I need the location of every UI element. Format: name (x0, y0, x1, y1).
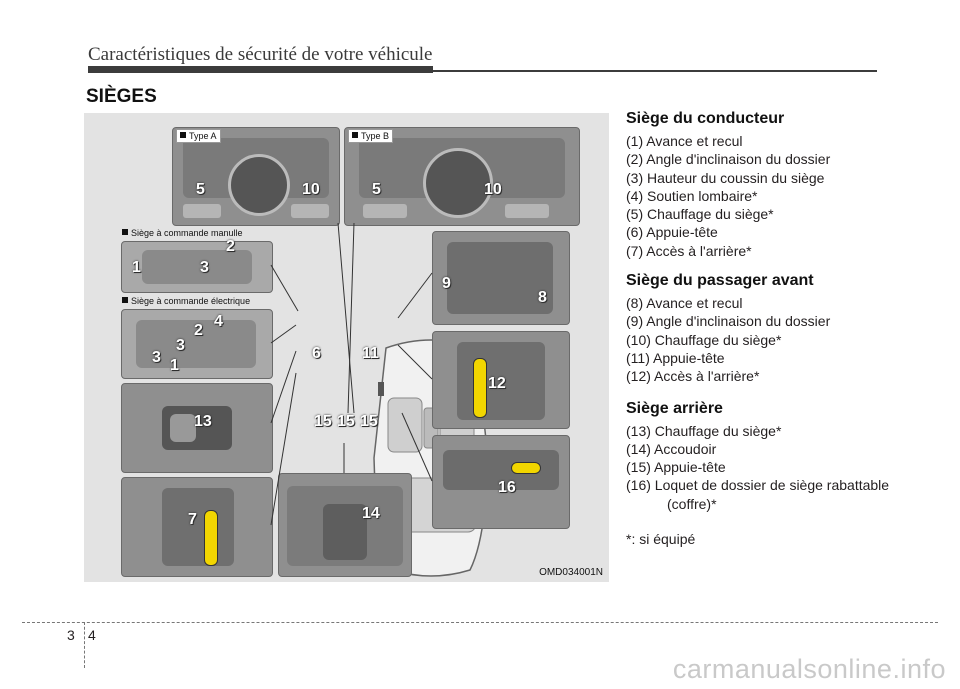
driver-item-7: (7) Accès à l'arrière* (626, 242, 752, 259)
driver-item-5: (5) Chauffage du siège* (626, 206, 774, 223)
header-rule-thin (433, 70, 877, 72)
seat-controls-list: Siège du conducteur (1) Avance et recul … (626, 110, 936, 547)
type-a-label: Type A (176, 129, 221, 143)
chapter-number: 3 (67, 627, 75, 643)
passenger-seat-panel (432, 231, 570, 325)
passenger-item-10: (10) Chauffage du siège* (626, 331, 782, 348)
rear-item-15: (15) Appuie-tête (626, 459, 726, 476)
passenger-item-8: (8) Avance et recul (626, 295, 743, 312)
driver-item-3: (3) Hauteur du coussin du siège (626, 169, 825, 186)
callout-3-manual: 3 (200, 259, 209, 276)
manual-seat-label: Siège à commande manulle (122, 228, 243, 238)
manual-seat-panel (121, 241, 273, 293)
callout-15-left: 15 (314, 413, 332, 430)
callout-12: 12 (488, 375, 506, 392)
rear-seat-title: Siège arrière (626, 399, 723, 417)
passenger-item-9: (9) Angle d'inclinaison du dossier (626, 313, 831, 330)
passenger-rear-access-panel (432, 331, 570, 429)
electric-seat-panel (121, 309, 273, 379)
callout-15-right: 15 (360, 413, 378, 430)
passenger-seat-title: Siège du passager avant (626, 272, 814, 290)
passenger-item-12: (12) Accès à l'arrière* (626, 368, 760, 385)
driver-item-6: (6) Appuie-tête (626, 224, 718, 241)
rear-item-13: (13) Chauffage du siège* (626, 422, 782, 439)
callout-6: 6 (312, 345, 321, 362)
callout-10-type-b: 10 (484, 181, 502, 198)
footer-rule (22, 622, 938, 623)
callout-1-electric: 1 (170, 357, 179, 374)
callout-3-electric-a: 3 (152, 349, 161, 366)
rear-door-panel (121, 383, 273, 473)
console-panel-type-b (344, 127, 580, 226)
driver-item-2: (2) Angle d'inclinaison du dossier (626, 151, 831, 168)
driver-rear-access-panel (121, 477, 273, 577)
callout-14: 14 (362, 505, 380, 522)
page-number: 4 (88, 627, 96, 643)
callout-2-electric: 2 (194, 322, 203, 339)
callout-4-electric: 4 (214, 313, 223, 330)
callout-7: 7 (188, 511, 197, 528)
rear-item-14: (14) Accoudoir (626, 440, 717, 457)
section-title: SIÈGES (86, 86, 157, 107)
callout-11: 11 (362, 345, 379, 362)
callout-9: 9 (442, 275, 451, 292)
site-watermark: carmanualsonline.info (672, 654, 946, 684)
footer-divider (84, 622, 85, 668)
optional-equipment-note: *: si équipé (626, 531, 696, 548)
passenger-item-11: (11) Appuie-tête (626, 349, 725, 366)
type-b-label: Type B (348, 129, 394, 143)
driver-item-1: (1) Avance et recul (626, 133, 743, 149)
electric-seat-label: Siège à commande électrique (122, 296, 250, 306)
rear-item-16: (16) Loquet de dossier de siège rabattab… (626, 477, 890, 512)
seats-illustration: Type A Type B 5 10 5 10 Siège à commande… (84, 113, 609, 582)
header-rule-thick (88, 66, 433, 73)
callout-16: 16 (498, 479, 516, 496)
callout-5-type-b: 5 (372, 181, 381, 198)
callout-1-manual: 1 (132, 259, 141, 276)
rear-armrest-panel (278, 473, 412, 577)
figure-code: OMD034001N (539, 567, 603, 578)
callout-15-center: 15 (337, 413, 355, 430)
trunk-latch-panel (432, 435, 570, 529)
callout-10-type-a: 10 (302, 181, 320, 198)
callout-13: 13 (194, 413, 212, 430)
driver-item-4: (4) Soutien lombaire* (626, 187, 758, 204)
callout-5-type-a: 5 (196, 181, 205, 198)
callout-8: 8 (538, 289, 547, 306)
callout-3-electric-b: 3 (176, 337, 185, 354)
console-panel-type-a (172, 127, 340, 226)
chapter-title: Caractéristiques de sécurité de votre vé… (88, 44, 433, 65)
driver-seat-title: Siège du conducteur (626, 110, 785, 127)
callout-2-manual: 2 (226, 238, 235, 255)
